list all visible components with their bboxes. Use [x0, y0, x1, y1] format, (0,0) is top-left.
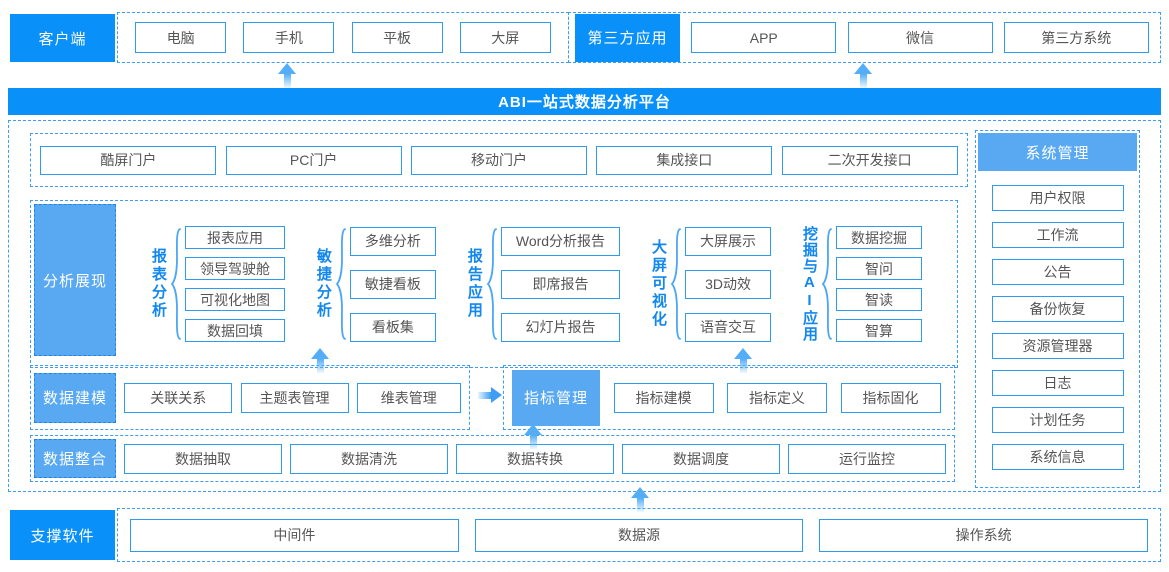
third-party-item: 第三方系统: [1003, 22, 1149, 53]
analysis-item: 报表应用: [184, 226, 285, 249]
modeling-item: 关联关系: [124, 382, 233, 413]
third-party-item: APP: [691, 22, 837, 53]
analysis-item: 大屏展示: [685, 226, 772, 256]
system-item: 计划任务: [991, 407, 1124, 433]
analysis-group-label: 报告应用: [465, 248, 483, 320]
system-panel: 系统管理 用户权限 工作流 公告 备份恢复 资源管理器 日志 计划任务 系统信息: [975, 130, 1140, 488]
client-item: 电脑: [135, 22, 227, 53]
analysis-item: 智读: [835, 288, 922, 311]
support-group: 中间件 数据源 操作系统: [117, 508, 1161, 562]
client-item: 平板: [351, 22, 443, 53]
integration-item: 数据抽取: [124, 443, 282, 474]
system-item: 用户权限: [991, 185, 1124, 211]
analysis-group: 报告应用 Word分析报告 即席报告 幻灯片报告: [465, 226, 621, 342]
indicator-item: 指标建模: [613, 382, 714, 413]
analysis-item: 3D动效: [685, 269, 772, 299]
analysis-item: 可视化地图: [184, 288, 285, 311]
analysis-item: 智问: [835, 257, 922, 280]
modeling-item: 维表管理: [356, 382, 461, 413]
brace-icon: [170, 228, 182, 340]
analysis-item: Word分析报告: [500, 226, 621, 256]
brace-icon: [486, 228, 498, 340]
analysis-item: 敏捷看板: [349, 269, 436, 299]
integration-item: 数据清洗: [290, 443, 448, 474]
analysis-group-label: 报表分析: [149, 248, 167, 320]
arrow-up-icon: [278, 63, 296, 88]
analysis-group-label: 挖掘与AI应用: [800, 226, 818, 342]
analysis-item: 多维分析: [349, 226, 436, 256]
system-item: 工作流: [991, 222, 1124, 248]
portal-item: PC门户: [225, 145, 402, 175]
arrow-up-icon: [311, 348, 329, 373]
arrow-up-icon: [854, 63, 872, 88]
analysis-item: 领导驾驶舱: [184, 257, 285, 280]
analysis-item: 数据回填: [184, 319, 285, 342]
analysis-group-label: 大屏可视化: [650, 239, 668, 329]
platform-banner: ABI一站式数据分析平台: [8, 88, 1161, 115]
integration-label: 数据整合: [34, 439, 116, 478]
modeling-label: 数据建模: [34, 372, 116, 423]
analysis-item: 看板集: [349, 312, 436, 342]
system-item: 资源管理器: [991, 333, 1124, 359]
integration-section: 数据整合 数据抽取 数据清洗 数据转换 数据调度 运行监控: [30, 435, 955, 482]
support-item: 中间件: [130, 518, 459, 552]
indicator-section: 指标管理 指标建模 指标定义 指标固化: [503, 365, 955, 430]
modeling-section: 数据建模 关联关系 主题表管理 维表管理: [30, 365, 470, 430]
system-item: 日志: [991, 370, 1124, 396]
portal-item: 酷屏门户: [40, 145, 217, 175]
system-item: 备份恢复: [991, 296, 1124, 322]
system-item: 系统信息: [991, 444, 1124, 470]
modeling-item: 主题表管理: [240, 382, 349, 413]
analysis-section: 分析展现 报表分析 报表应用 领导驾驶舱 可视化地图 数据回填 敏捷分析 多维: [30, 200, 958, 368]
analysis-group: 敏捷分析 多维分析 敏捷看板 看板集: [314, 226, 436, 342]
analysis-item: 智算: [835, 319, 922, 342]
platform-container: [8, 120, 1161, 492]
portal-item: 移动门户: [410, 145, 587, 175]
brace-icon: [335, 228, 347, 340]
support-item: 数据源: [474, 518, 804, 552]
analysis-label: 分析展现: [34, 204, 116, 356]
client-label: 客户端: [10, 14, 115, 62]
client-item: 大屏: [459, 22, 551, 53]
arrow-right-icon: [478, 387, 502, 403]
analysis-item: 语音交互: [685, 312, 772, 342]
integration-item: 运行监控: [788, 443, 946, 474]
analysis-group: 大屏可视化 大屏展示 3D动效 语音交互: [650, 226, 772, 342]
third-party-label: 第三方应用: [575, 13, 680, 62]
arrow-up-icon: [524, 424, 542, 449]
third-party-group: 第三方应用 APP 微信 第三方系统: [568, 12, 1161, 63]
indicator-highlight: 指标管理: [512, 369, 600, 426]
analysis-item: 数据挖掘: [835, 226, 922, 249]
analysis-item: 幻灯片报告: [500, 312, 621, 342]
system-label: 系统管理: [978, 133, 1137, 171]
client-group: 电脑 手机 平板 大屏: [117, 12, 569, 63]
analysis-group-label: 敏捷分析: [314, 248, 332, 320]
portal-item: 二次开发接口: [781, 145, 958, 175]
brace-icon: [821, 228, 833, 340]
indicator-item: 指标定义: [727, 382, 827, 413]
client-item: 手机: [243, 22, 335, 53]
analysis-group: 挖掘与AI应用 数据挖掘 智问 智读 智算: [800, 226, 922, 342]
brace-icon: [670, 228, 682, 340]
analysis-item: 即席报告: [500, 269, 621, 299]
indicator-item: 指标固化: [840, 382, 941, 413]
arrow-up-icon: [734, 348, 752, 373]
system-item: 公告: [991, 259, 1124, 285]
support-item: 操作系统: [819, 518, 1149, 552]
support-label: 支撑软件: [10, 510, 115, 560]
portal-row: 酷屏门户 PC门户 移动门户 集成接口 二次开发接口: [30, 133, 968, 187]
analysis-group: 报表分析 报表应用 领导驾驶舱 可视化地图 数据回填: [149, 226, 285, 342]
portal-item: 集成接口: [596, 145, 773, 175]
arrow-up-icon: [631, 487, 649, 512]
integration-item: 数据调度: [622, 443, 780, 474]
third-party-item: 微信: [847, 22, 993, 53]
